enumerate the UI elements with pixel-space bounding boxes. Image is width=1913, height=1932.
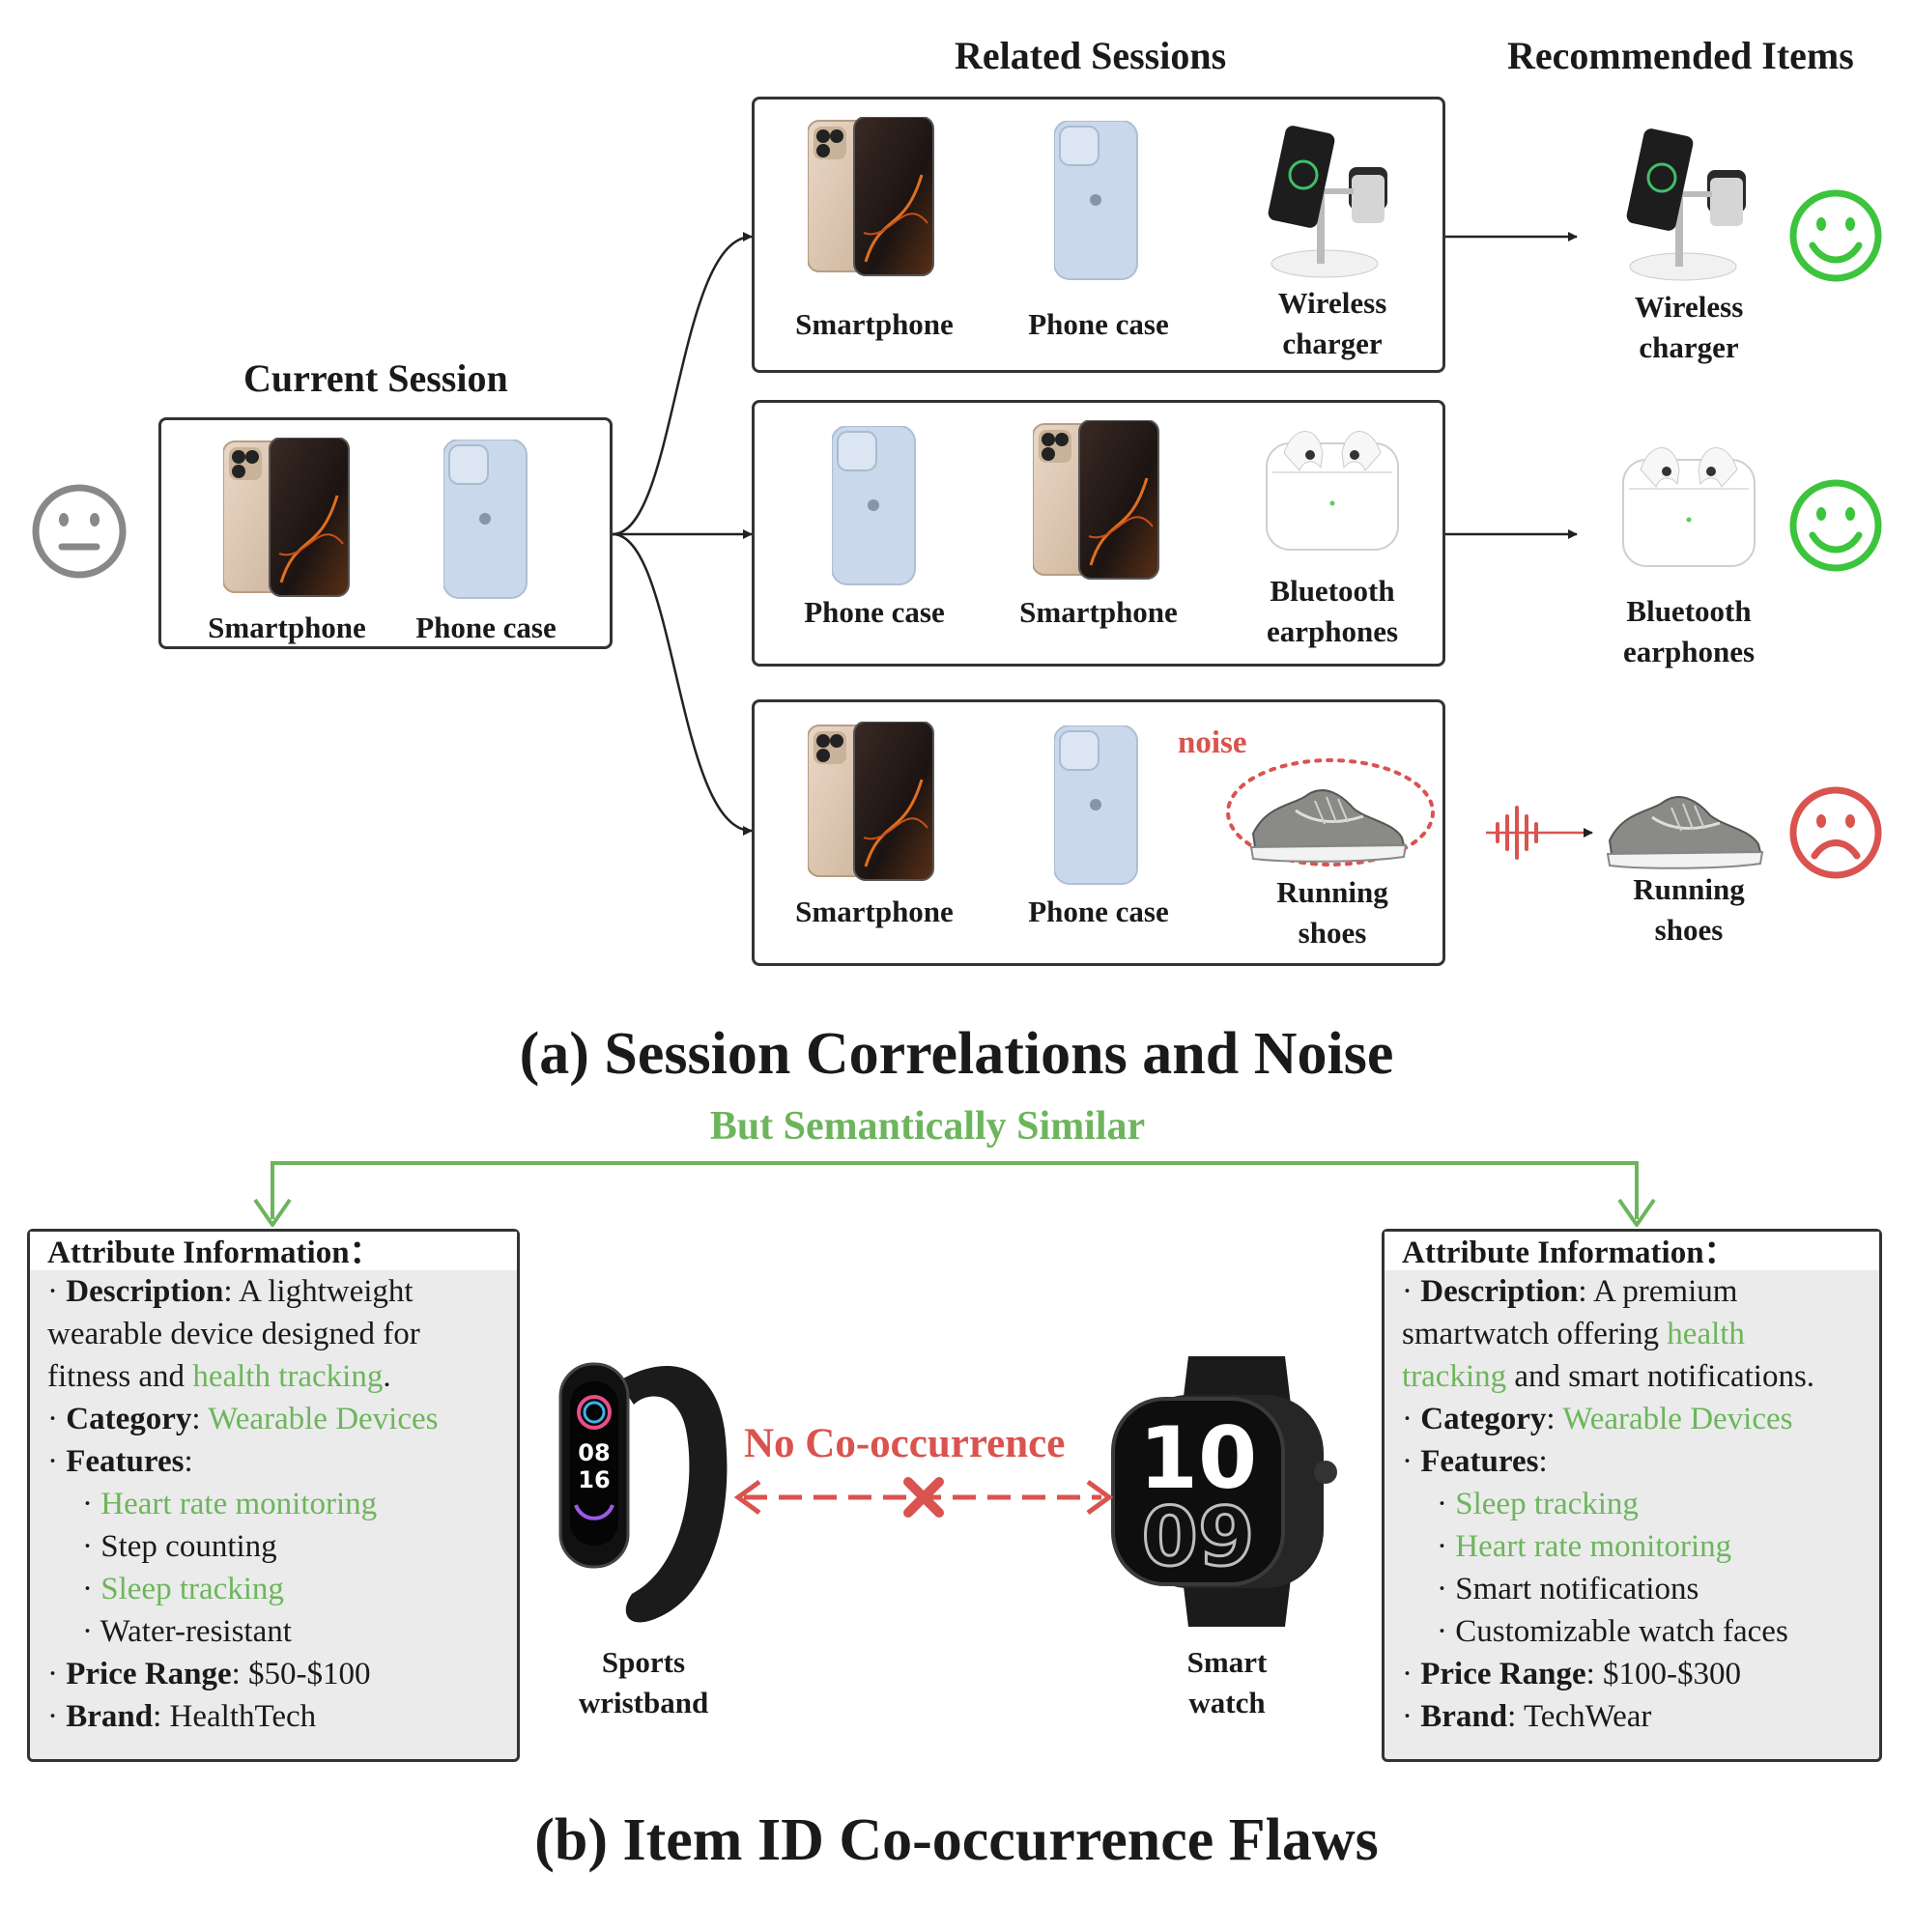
sports-wristband-image: 08 16 — [558, 1362, 728, 1623]
phone-case-image — [443, 440, 528, 599]
current-session-header: Current Session — [243, 356, 508, 400]
smartphone-image — [1033, 420, 1160, 581]
cross-icon — [903, 1477, 944, 1518]
related-sessions-header: Related Sessions — [955, 34, 1227, 77]
attribute-panel-right: Attribute Information： · Description: A … — [1382, 1229, 1882, 1762]
happy-face-icon — [1789, 479, 1882, 572]
current-item-smartphone-label: Smartphone — [208, 611, 366, 644]
title-b: (b) Item ID Co-occurrence Flaws — [534, 1807, 1379, 1873]
similarity-bracket — [253, 1161, 1656, 1227]
svg-text:10: 10 — [1139, 1408, 1257, 1508]
session1-phone-case-label: Phone case — [1028, 307, 1169, 341]
attribute-heading: Attribute Information： — [30, 1232, 517, 1270]
sad-face-icon — [1789, 786, 1882, 879]
recommended-bluetooth-earphones-image — [1622, 446, 1756, 567]
recommended-wireless-charger-image — [1623, 126, 1748, 282]
happy-face-icon — [1789, 189, 1882, 282]
svg-text:16: 16 — [578, 1466, 610, 1493]
session2-smartphone-label: Smartphone — [1019, 595, 1178, 629]
current-session-box: Smartphone Phone case — [158, 417, 613, 649]
phone-case-image — [832, 426, 916, 585]
session3-phone-case-label: Phone case — [1028, 895, 1169, 928]
svg-text:08: 08 — [578, 1439, 610, 1466]
recommended-items-header: Recommended Items — [1507, 34, 1854, 77]
title-a: (a) Session Correlations and Noise — [519, 1021, 1394, 1087]
smartphone-image — [223, 438, 351, 598]
no-cooccurrence-arrow — [733, 1477, 1114, 1518]
session3-smartphone-label: Smartphone — [795, 895, 954, 928]
session-connectors — [612, 232, 1593, 860]
current-item-phone-case-label: Phone case — [415, 611, 557, 644]
phone-case-image — [1054, 725, 1138, 885]
session1-smartphone-label: Smartphone — [795, 307, 954, 341]
noise-label: noise — [1178, 725, 1247, 760]
no-cooccurrence-label: No Co-occurrence — [744, 1421, 1066, 1466]
noise-highlight — [1226, 758, 1435, 867]
semantic-similar-label: But Semantically Similar — [709, 1104, 1146, 1149]
recommended-running-shoes-image — [1606, 795, 1764, 869]
session2-phone-case-label: Phone case — [804, 595, 945, 629]
smart-watch-image: 10 09 — [1111, 1356, 1337, 1627]
neutral-face-icon — [32, 484, 127, 579]
smartphone-image — [808, 722, 935, 882]
phone-case-image — [1054, 121, 1138, 280]
wireless-charger-image — [1265, 123, 1389, 279]
bluetooth-earphones-image — [1266, 430, 1399, 551]
smartphone-image — [808, 117, 935, 277]
svg-text:09: 09 — [1142, 1490, 1255, 1584]
attribute-heading: Attribute Information： — [1385, 1232, 1879, 1270]
attribute-panel-left: Attribute Information： · Description: A … — [27, 1229, 520, 1762]
noise-signal-icon — [1496, 806, 1538, 860]
running-shoes-image — [1249, 788, 1408, 864]
